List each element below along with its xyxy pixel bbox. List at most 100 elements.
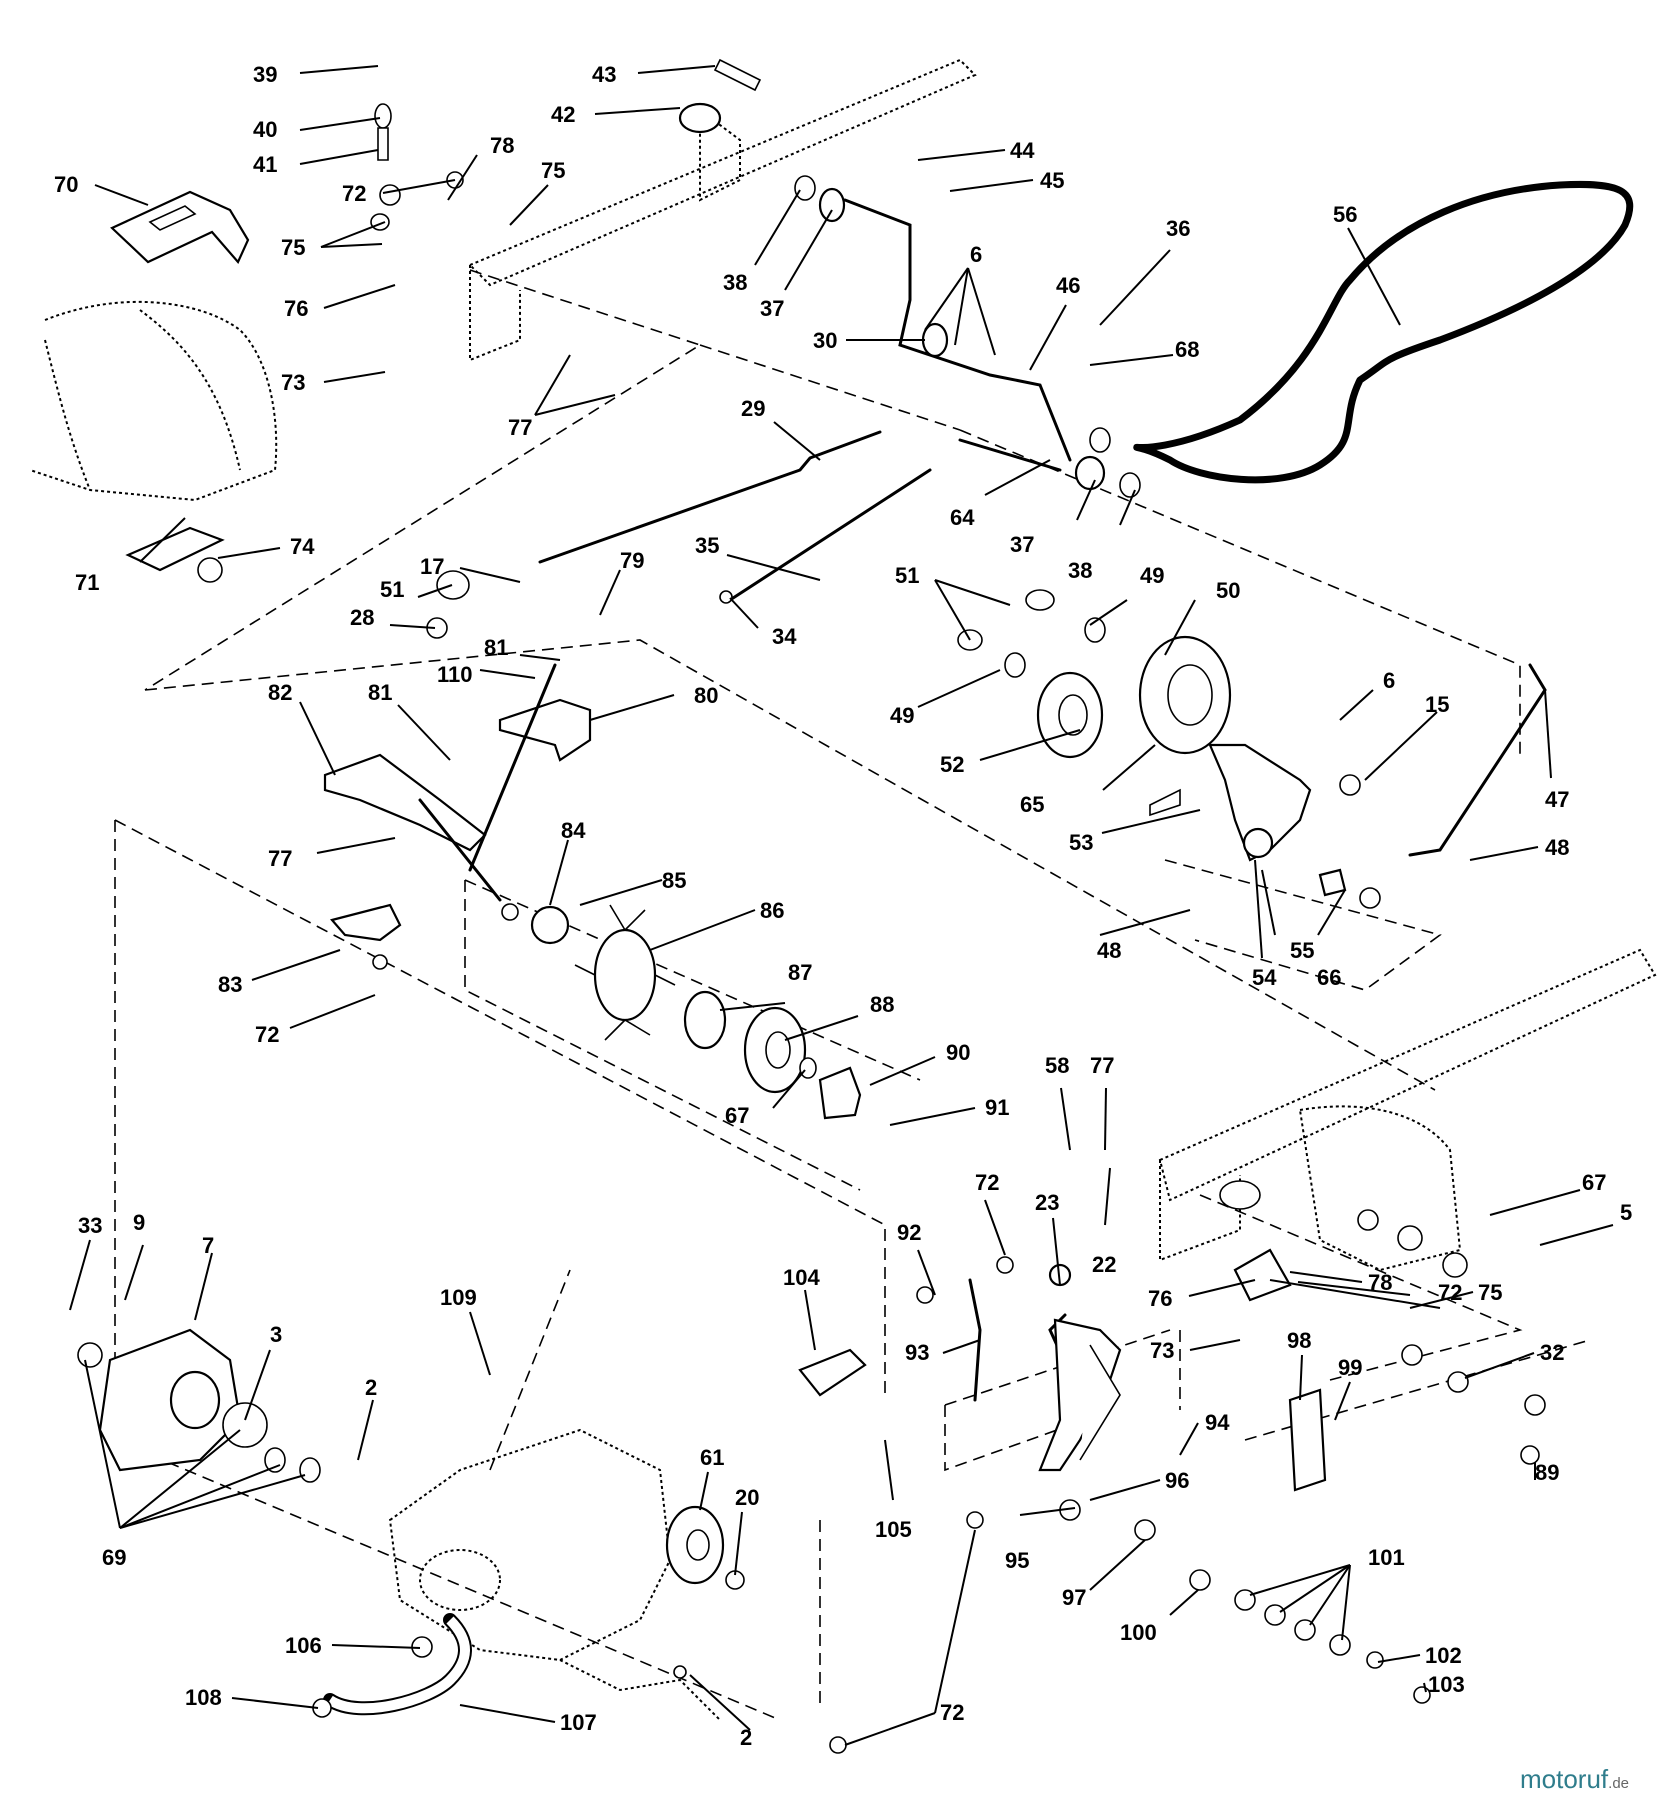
callout-58: 58 bbox=[1045, 1053, 1069, 1078]
callout-69: 69 bbox=[102, 1545, 126, 1570]
callout-108: 108 bbox=[185, 1685, 222, 1710]
callout-38-mid: 38 bbox=[1068, 558, 1092, 583]
svg-text:motoruf.de: motoruf.de bbox=[1520, 1764, 1629, 1794]
callout-51-left: 51 bbox=[380, 577, 404, 602]
drive-belt bbox=[1133, 180, 1634, 484]
control-brackets bbox=[323, 663, 592, 942]
callout-78-top: 78 bbox=[490, 133, 514, 158]
callout-99: 99 bbox=[1338, 1355, 1362, 1380]
callout-39: 39 bbox=[253, 62, 277, 87]
callout-9: 9 bbox=[133, 1210, 145, 1235]
callout-38-top: 38 bbox=[723, 270, 747, 295]
callout-96: 96 bbox=[1165, 1468, 1189, 1493]
callout-66: 66 bbox=[1317, 965, 1341, 990]
callout-87: 87 bbox=[788, 960, 812, 985]
mount-bracket-lower bbox=[1233, 1248, 1292, 1302]
watermark: motoruf.de bbox=[1520, 1764, 1629, 1794]
callout-89: 89 bbox=[1535, 1460, 1559, 1485]
seat-plate bbox=[110, 190, 250, 265]
callout-105: 105 bbox=[875, 1517, 912, 1542]
callout-42: 42 bbox=[551, 102, 575, 127]
transaxle-housing bbox=[388, 1428, 721, 1721]
callout-33: 33 bbox=[78, 1213, 102, 1238]
fasteners bbox=[197, 58, 1546, 1754]
callout-95: 95 bbox=[1005, 1548, 1029, 1573]
callout-74: 74 bbox=[290, 534, 315, 559]
callout-67-lower: 67 bbox=[725, 1103, 749, 1128]
transaxle-pulley bbox=[665, 1505, 725, 1585]
callout-48-mid: 48 bbox=[1097, 938, 1121, 963]
callout-52: 52 bbox=[940, 752, 964, 777]
callout-73-top: 73 bbox=[281, 370, 305, 395]
callout-85: 85 bbox=[662, 868, 686, 893]
callout-76-top: 76 bbox=[284, 296, 308, 321]
callout-61: 61 bbox=[700, 1445, 724, 1470]
pulley-group-upper bbox=[957, 589, 1232, 759]
callout-71: 71 bbox=[75, 570, 99, 595]
callout-30: 30 bbox=[813, 328, 837, 353]
callout-7: 7 bbox=[202, 1233, 214, 1258]
callout-98: 98 bbox=[1287, 1328, 1311, 1353]
callout-75-low: 75 bbox=[1478, 1280, 1502, 1305]
callout-91: 91 bbox=[985, 1095, 1009, 1120]
callout-80: 80 bbox=[694, 683, 718, 708]
callout-106: 106 bbox=[285, 1633, 322, 1658]
callout-22: 22 bbox=[1092, 1252, 1116, 1277]
cooling-fan bbox=[574, 904, 676, 1041]
callout-97: 97 bbox=[1062, 1585, 1086, 1610]
callout-2-upper: 2 bbox=[365, 1375, 377, 1400]
wheel-hub bbox=[77, 1328, 321, 1483]
callout-labels: 39 40 41 43 42 44 45 70 72 78 75 75 76 7… bbox=[54, 62, 1632, 1750]
pulley-group-lower bbox=[501, 903, 862, 1120]
callout-110: 110 bbox=[437, 662, 473, 687]
vent-hose-inner bbox=[327, 1616, 470, 1714]
callout-72-bottom: 72 bbox=[940, 1700, 964, 1725]
upper-frame-rail bbox=[468, 58, 977, 362]
callout-49-upper: 49 bbox=[1140, 563, 1164, 588]
callout-102: 102 bbox=[1425, 1643, 1462, 1668]
callout-43: 43 bbox=[592, 62, 616, 87]
callout-37-top: 37 bbox=[760, 296, 784, 321]
callout-32: 32 bbox=[1540, 1340, 1564, 1365]
callout-5: 5 bbox=[1620, 1200, 1632, 1225]
fender-assembly bbox=[29, 300, 278, 502]
callout-49-lower: 49 bbox=[890, 703, 914, 728]
callout-78-low: 78 bbox=[1368, 1270, 1392, 1295]
callout-82: 82 bbox=[268, 680, 292, 705]
callout-92: 92 bbox=[897, 1220, 921, 1245]
callout-15: 15 bbox=[1425, 692, 1449, 717]
leader-lines bbox=[69, 65, 1614, 1746]
callout-90: 90 bbox=[946, 1040, 970, 1065]
callout-77-low: 77 bbox=[1090, 1053, 1114, 1078]
vent-hose bbox=[323, 1613, 472, 1716]
callout-23: 23 bbox=[1035, 1190, 1059, 1215]
bracket-104 bbox=[798, 1348, 867, 1397]
callout-84: 84 bbox=[561, 818, 586, 843]
callout-104: 104 bbox=[783, 1265, 820, 1290]
callout-68: 68 bbox=[1175, 337, 1199, 362]
turnbuckle bbox=[968, 1278, 982, 1402]
callout-48-right: 48 bbox=[1545, 835, 1569, 860]
callout-56: 56 bbox=[1333, 202, 1357, 227]
shift-lever bbox=[1038, 1263, 1122, 1472]
callout-81-b: 81 bbox=[368, 680, 392, 705]
lower-frame-rail bbox=[1158, 948, 1657, 1272]
callout-36: 36 bbox=[1166, 216, 1190, 241]
callout-76-low: 76 bbox=[1148, 1286, 1172, 1311]
watermark-suffix: .de bbox=[1608, 1775, 1629, 1792]
callout-73-low: 73 bbox=[1150, 1338, 1174, 1363]
callout-29: 29 bbox=[741, 396, 765, 421]
callout-54: 54 bbox=[1252, 965, 1277, 990]
callout-64: 64 bbox=[950, 505, 975, 530]
callout-86: 86 bbox=[760, 898, 784, 923]
callout-88: 88 bbox=[870, 992, 894, 1017]
callout-100: 100 bbox=[1120, 1620, 1157, 1645]
callout-6-top: 6 bbox=[970, 242, 982, 267]
callout-72-top: 72 bbox=[342, 181, 366, 206]
callout-75-b: 75 bbox=[281, 235, 305, 260]
bracket-98 bbox=[1288, 1388, 1327, 1492]
plate-bracket bbox=[125, 526, 225, 572]
callout-55: 55 bbox=[1290, 938, 1314, 963]
linkage-rods bbox=[538, 198, 1547, 1387]
